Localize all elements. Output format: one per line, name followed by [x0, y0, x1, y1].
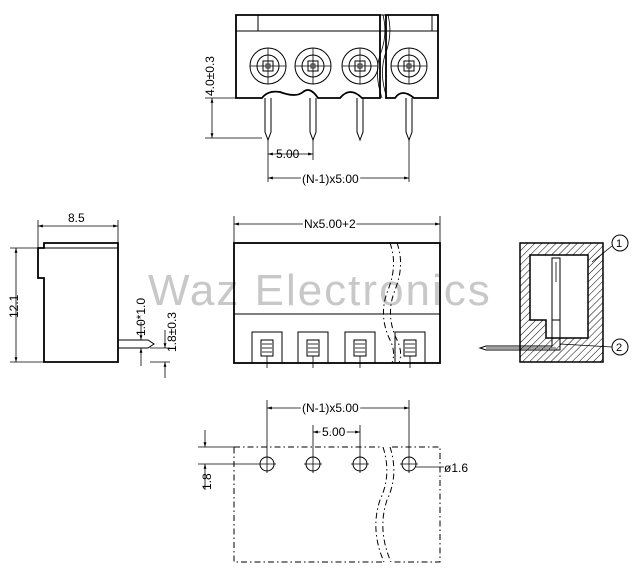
front-width-dim: Nx5.00+2	[304, 217, 356, 231]
pin-window	[251, 331, 283, 368]
side-view: 8.5 12.1 1.0*1.0 1.8±0.3	[7, 211, 179, 378]
side-pin-height-dim: 1.8±0.3	[165, 312, 179, 352]
pin-window	[297, 331, 329, 368]
bottom-span-dim: (N-1)x5.00	[302, 401, 359, 415]
screw-terminal	[249, 47, 287, 85]
side-height-dim: 12.1	[7, 294, 21, 318]
callout-2: 2	[616, 342, 622, 354]
bottom-pitch-dim: 5.00	[322, 425, 346, 439]
pins	[264, 98, 413, 142]
bottom-hole-dim: ø1.6	[444, 461, 468, 475]
top-span-dim: (N-1)x5.00	[302, 172, 359, 186]
bottom-view: (N-1)x5.00 5.00 1.8 ø1.6	[198, 399, 468, 563]
side-depth-dim: 8.5	[68, 211, 85, 225]
top-pitch-dim: 5.00	[276, 147, 300, 161]
side-pin-dim: 1.0*1.0	[134, 298, 148, 336]
top-height-dim: 4.0±0.3	[203, 56, 217, 96]
screw-terminal	[294, 47, 332, 85]
pin-window	[344, 331, 376, 368]
front-view: Nx5.00+2	[233, 215, 441, 368]
screw-terminal	[390, 47, 428, 85]
pin-window	[394, 331, 426, 368]
top-view: 4.0±0.3 5.00 (N-1)x5.00	[203, 14, 439, 188]
mounting-holes	[258, 455, 418, 473]
bottom-edge-dim: 1.8	[200, 473, 214, 490]
callout-1: 1	[616, 238, 622, 250]
section-view: 1 2	[478, 234, 629, 363]
watermark: Waz Electronics	[148, 266, 492, 315]
screw-terminal	[341, 47, 379, 85]
